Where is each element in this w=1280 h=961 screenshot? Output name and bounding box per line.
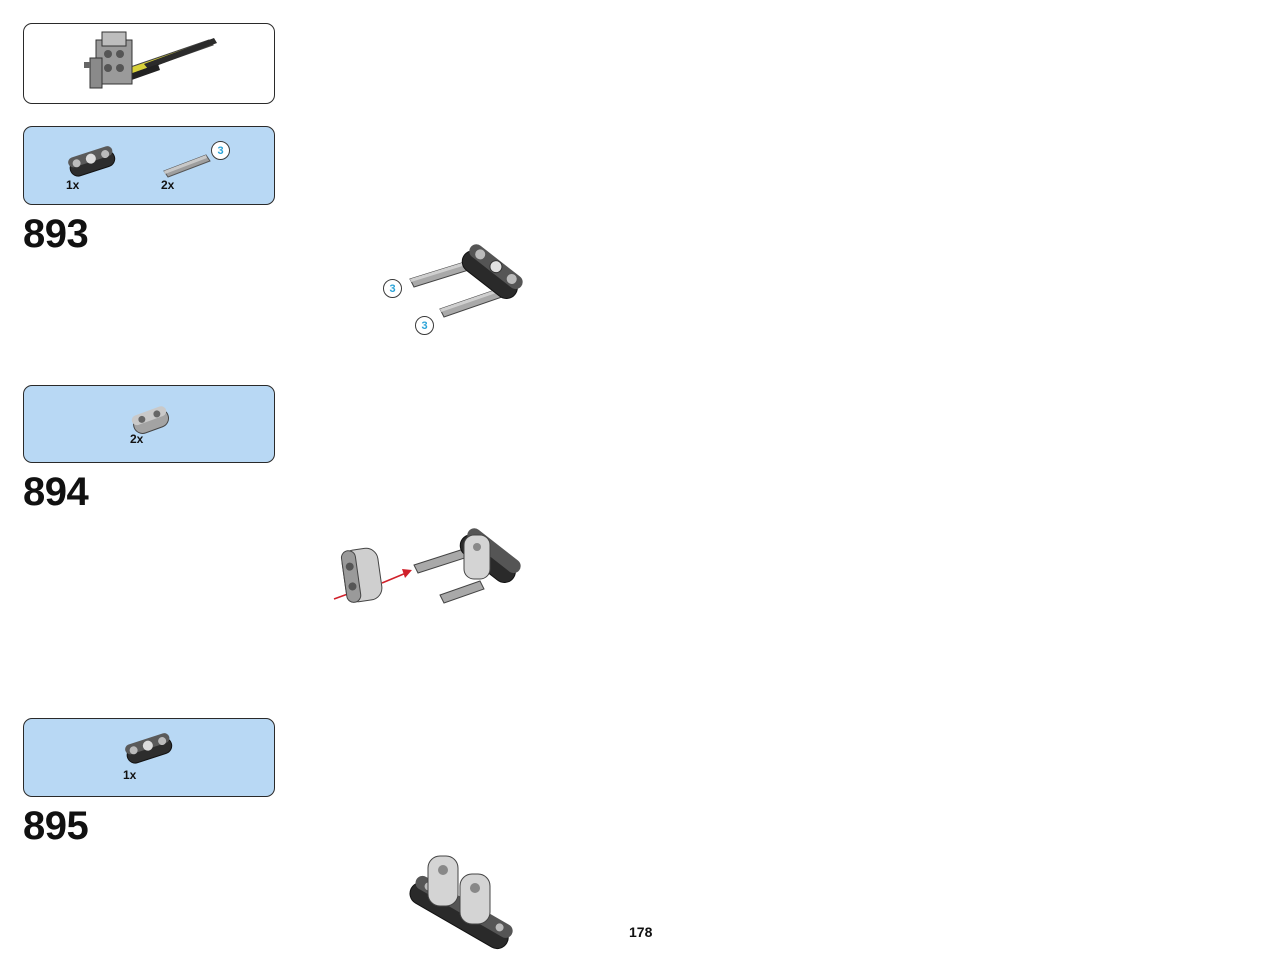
step-number-895: 895 bbox=[23, 804, 89, 848]
page-number: 178 bbox=[629, 924, 653, 940]
step-number-894: 894 bbox=[23, 470, 89, 514]
axle-length-callout: 3 bbox=[383, 279, 402, 298]
step-894-assembly bbox=[333, 528, 521, 604]
step-895-assembly bbox=[409, 855, 513, 950]
parts-list-box-895: 1x bbox=[23, 718, 275, 797]
connector-beam-part-icon bbox=[68, 146, 116, 177]
axle-length-callout: 3 bbox=[415, 316, 434, 335]
submodel-assembly-icon bbox=[84, 31, 217, 89]
submodel-preview-box bbox=[23, 23, 275, 104]
axle-length-callout: 3 bbox=[211, 141, 230, 160]
parts-list-box-893: 1x 2x 3 bbox=[23, 126, 275, 205]
part-quantity: 1x bbox=[66, 178, 80, 192]
part-quantity: 1x bbox=[123, 768, 137, 782]
connector-beam-part-icon bbox=[125, 733, 173, 764]
part-quantity: 2x bbox=[161, 178, 175, 192]
step-number-893: 893 bbox=[23, 212, 89, 256]
step-893-assembly bbox=[409, 244, 523, 318]
parts-list-box-894: 2x bbox=[23, 385, 275, 463]
axle-pin-connector-part-icon bbox=[131, 406, 170, 434]
axle-part-icon bbox=[163, 154, 211, 178]
part-quantity: 2x bbox=[130, 432, 144, 446]
